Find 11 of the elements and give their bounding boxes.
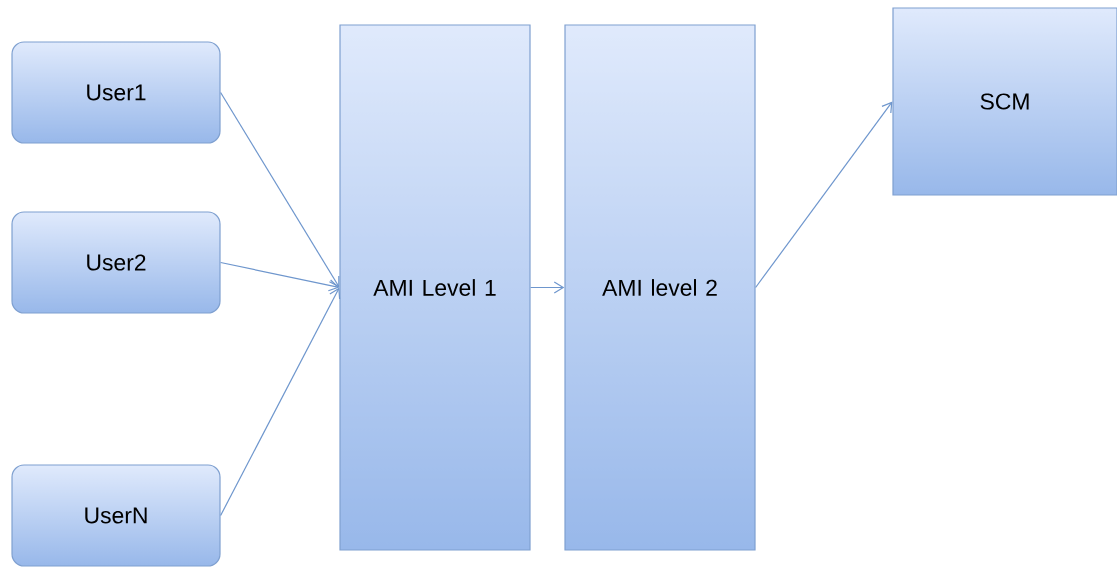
- user-box: UserN: [11, 464, 221, 567]
- process-box: SCM: [892, 7, 1117, 196]
- arrow: [220, 91, 340, 288]
- arrow: [530, 281, 565, 294]
- arrow: [220, 287, 341, 517]
- arrow: [220, 261, 340, 292]
- process-box: AMI level 2: [564, 24, 756, 551]
- user-box: User2: [11, 211, 221, 314]
- process-box: AMI Level 1: [339, 24, 531, 551]
- user-box: User1: [11, 41, 221, 144]
- arrow: [755, 101, 893, 289]
